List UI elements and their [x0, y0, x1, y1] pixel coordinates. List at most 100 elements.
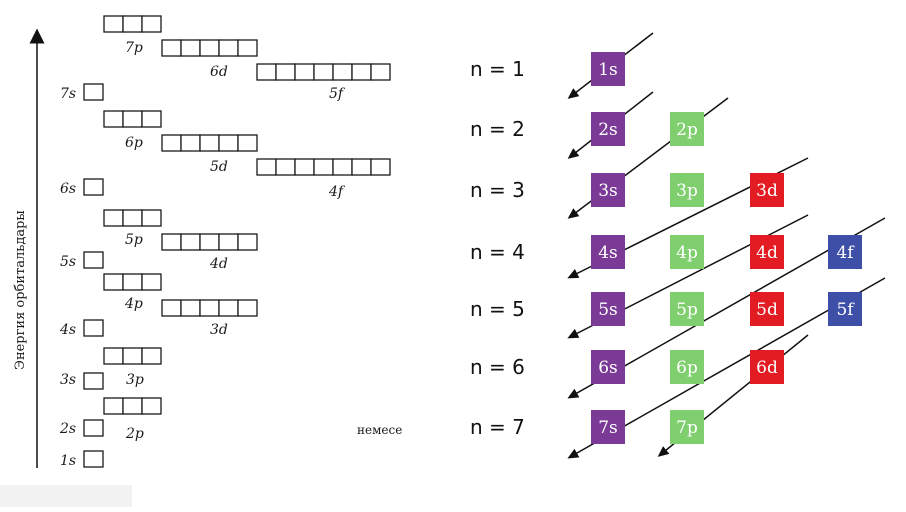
subshell-tile-1s: 1s: [591, 52, 625, 86]
orbital-box: [141, 15, 162, 33]
orbital-level-3s: 3s: [60, 372, 104, 390]
orbital-level-2p: 2p: [103, 397, 162, 442]
orbital-level-5d: 5d: [161, 134, 258, 175]
orbital-box: [313, 63, 334, 81]
orbital-box: [103, 15, 124, 33]
orbital-level-7s: 7s: [60, 83, 104, 102]
tile-box: [591, 410, 625, 444]
subshell-tile-4f: 4f: [828, 235, 862, 269]
tile-box: [591, 173, 625, 207]
tile-box: [670, 235, 704, 269]
orbital-box: [237, 233, 258, 251]
subshell-tile-4p: 4p: [670, 235, 704, 269]
orbital-box: [83, 419, 104, 437]
orbital-label-5s: 5s: [60, 254, 76, 270]
orbital-box: [180, 134, 201, 152]
orbital-label-4d: 4d: [209, 256, 228, 272]
orbital-label-5d: 5d: [210, 159, 228, 175]
orbital-label-6p: 6p: [125, 135, 143, 151]
orbital-box: [199, 299, 220, 317]
shell-label-n2: n = 2: [470, 117, 525, 141]
tile-label: 2s: [598, 120, 618, 140]
tile-box: [591, 52, 625, 86]
orbital-label-6s: 6s: [60, 181, 76, 197]
orbital-box: [83, 372, 104, 390]
tile-label: 6s: [598, 358, 618, 378]
tile-label: 6p: [676, 358, 698, 378]
orbital-box: [332, 158, 353, 176]
subshell-tile-6s: 6s: [591, 350, 625, 384]
subshell-tile-6d: 6d: [750, 350, 784, 384]
tile-label: 2p: [676, 120, 698, 140]
orbital-label-4f: 4f: [328, 184, 346, 200]
tile-label: 4s: [598, 243, 618, 263]
misc-label: немесе: [357, 423, 402, 437]
orbital-level-5f: 5f: [256, 63, 391, 102]
orbital-label-4p: 4p: [124, 296, 143, 312]
energy-axis-label: Энергия орбитальдары: [13, 210, 28, 370]
orbital-box: [122, 209, 143, 227]
shell-label-n3: n = 3: [470, 178, 525, 202]
orbital-level-7p: 7p: [103, 15, 162, 56]
orbital-box: [199, 39, 220, 57]
orbital-box: [237, 39, 258, 57]
orbital-box: [83, 83, 104, 101]
tile-box: [591, 235, 625, 269]
orbital-box: [256, 63, 277, 81]
orbital-box: [199, 134, 220, 152]
tile-label: 7s: [598, 418, 618, 438]
tile-box: [591, 350, 625, 384]
orbital-box: [161, 39, 182, 57]
orbital-label-5p: 5p: [125, 232, 143, 248]
orbital-level-2s: 2s: [59, 419, 104, 437]
orbital-level-6p: 6p: [103, 110, 162, 151]
orbital-label-5f: 5f: [329, 86, 346, 102]
orbital-box: [122, 273, 143, 291]
subshell-tile-5p: 5p: [670, 292, 704, 326]
subshell-tile-4d: 4d: [750, 235, 784, 269]
tile-box: [670, 350, 704, 384]
orbital-box: [218, 39, 239, 57]
orbital-box: [275, 158, 296, 176]
orbital-box: [141, 347, 162, 365]
subshell-tile-6p: 6p: [670, 350, 704, 384]
tile-label: 3d: [756, 181, 778, 201]
orbital-box: [83, 319, 104, 337]
orbital-box: [351, 158, 372, 176]
tile-label: 4p: [676, 243, 698, 263]
orbital-box: [180, 299, 201, 317]
orbital-box: [103, 110, 124, 128]
tile-box: [670, 292, 704, 326]
subshell-tile-7s: 7s: [591, 410, 625, 444]
tile-label: 5s: [598, 300, 618, 320]
orbital-box: [180, 233, 201, 251]
orbital-box: [180, 39, 201, 57]
orbital-label-7p: 7p: [125, 40, 143, 56]
shell-labels: n = 1n = 2n = 3n = 4n = 5n = 6n = 7: [470, 57, 525, 439]
orbital-box: [122, 397, 143, 415]
orbital-level-1s: 1s: [60, 450, 104, 469]
tile-label: 1s: [598, 60, 618, 80]
orbital-box: [103, 347, 124, 365]
orbital-box: [256, 158, 277, 176]
orbital-label-7s: 7s: [60, 86, 76, 102]
orbital-level-4d: 4d: [161, 233, 258, 272]
tile-box: [591, 112, 625, 146]
tile-label: 3p: [676, 181, 698, 201]
orbital-box: [122, 15, 143, 33]
orbital-box: [218, 233, 239, 251]
orbital-box: [237, 299, 258, 317]
subshell-tile-5s: 5s: [591, 292, 625, 326]
shell-label-n5: n = 5: [470, 297, 525, 321]
tile-label: 5p: [676, 300, 698, 320]
corner-panel: [0, 485, 132, 507]
tile-box: [750, 350, 784, 384]
orbital-box: [103, 209, 124, 227]
orbital-box: [161, 299, 182, 317]
orbital-box: [141, 273, 162, 291]
subshell-tile-2s: 2s: [591, 112, 625, 146]
